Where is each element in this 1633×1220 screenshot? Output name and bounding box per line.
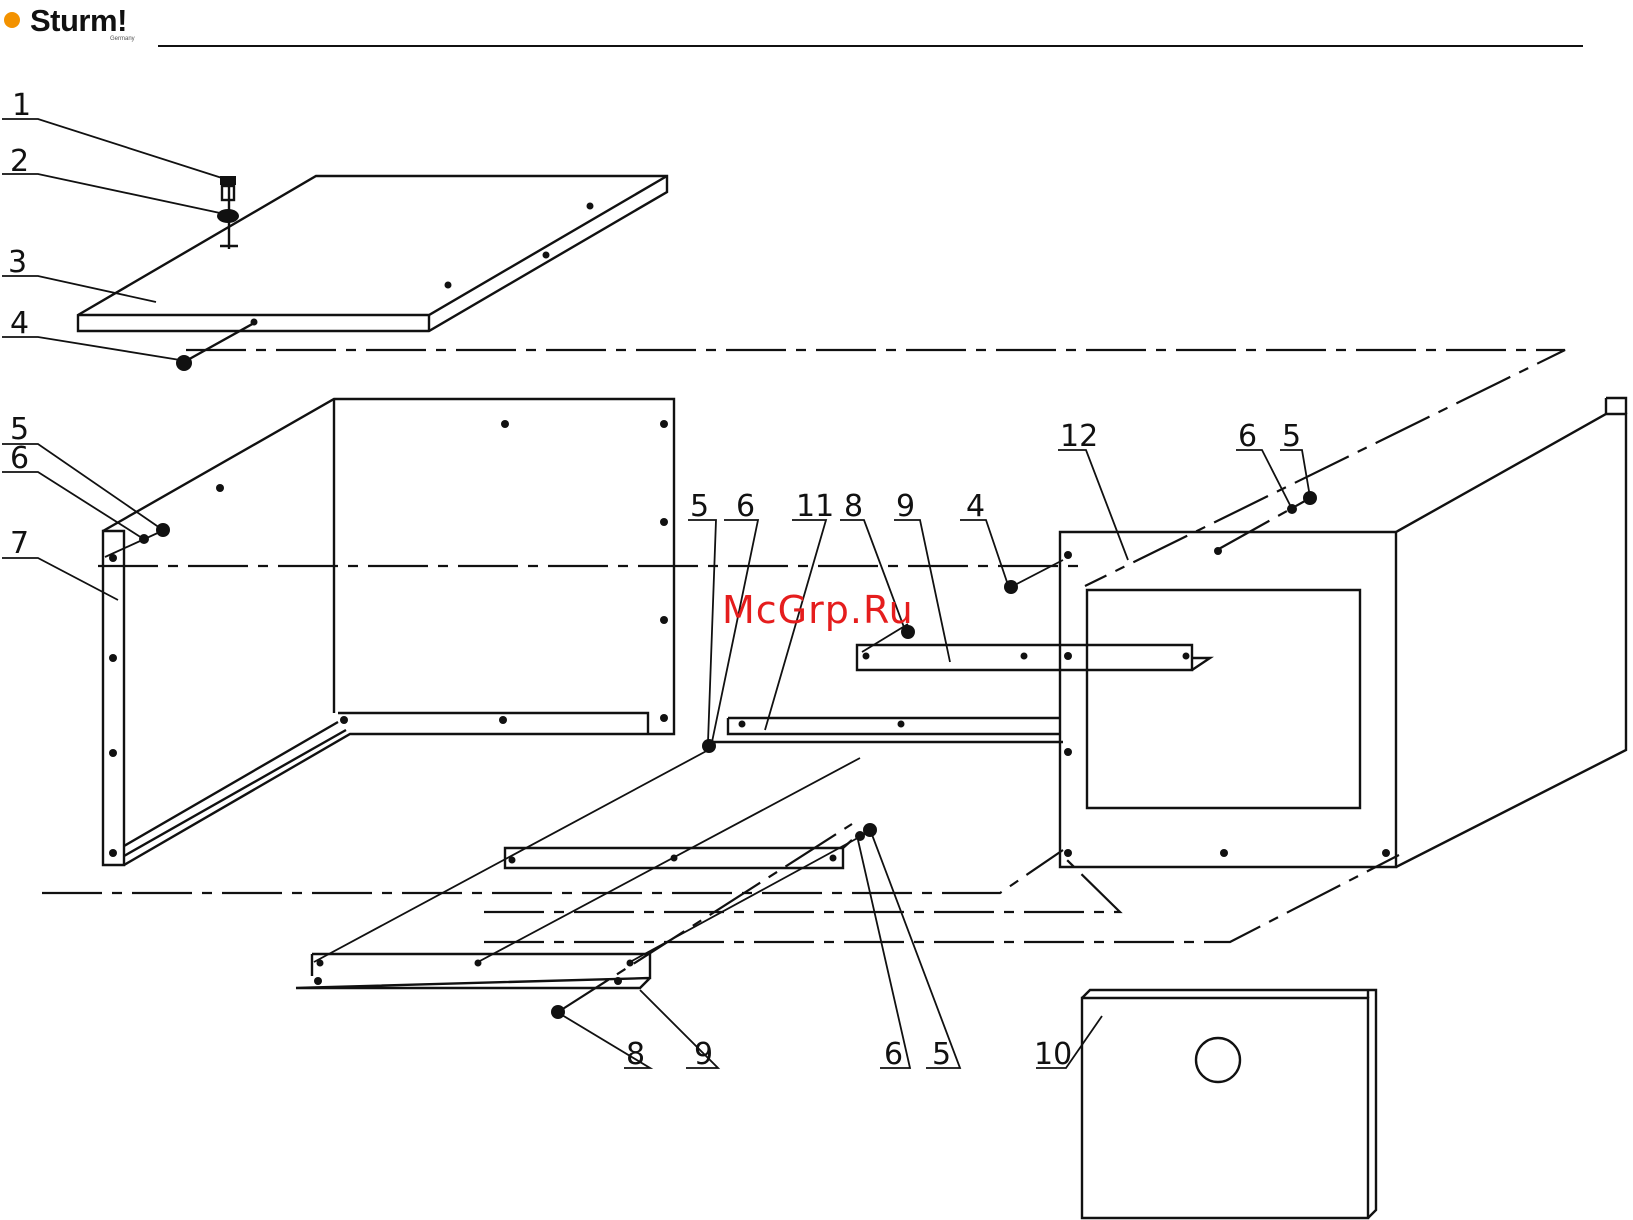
callout-11: 11: [796, 489, 834, 524]
cap-screw: [217, 176, 239, 249]
right-box: [1004, 398, 1626, 867]
callout-7: 7: [10, 526, 29, 561]
left-front-post: [103, 531, 124, 865]
callout-2: 2: [10, 144, 29, 179]
left-side-panel: [103, 399, 674, 865]
door-panel-edge: [1082, 990, 1376, 1218]
front-rail-lower: [296, 954, 650, 988]
left-bottom-rail: [124, 713, 648, 865]
alignment-lines: [42, 350, 1565, 1012]
shelf-rail-tab: [1192, 658, 1210, 670]
door-panel-front: [1082, 998, 1368, 1218]
door-knob-hole: [1196, 1038, 1240, 1082]
door-panel: [1082, 990, 1376, 1218]
leader-lines: [2, 119, 1310, 1068]
callout-6-center: 6: [736, 489, 755, 524]
top-panel-outline: [78, 176, 667, 331]
watermark: McGrp.Ru: [722, 588, 914, 632]
bolt-4-top: [176, 322, 256, 371]
callout-4-right: 4: [966, 489, 985, 524]
callout-5-center: 5: [690, 489, 709, 524]
right-box-front: [1060, 532, 1396, 867]
left-fasteners: [105, 523, 170, 557]
callout-8-upper: 8: [844, 489, 863, 524]
left-panel-holes: [109, 420, 668, 857]
right-box-fasteners: [1004, 491, 1317, 594]
top-panel: [78, 176, 667, 371]
callout-8-lower: 8: [626, 1037, 645, 1072]
callout-10: 10: [1034, 1037, 1072, 1072]
callout-9-lower: 9: [694, 1037, 713, 1072]
right-box-cap: [1606, 398, 1626, 414]
callout-4: 4: [10, 306, 29, 341]
callout-9-upper: 9: [896, 489, 915, 524]
callout-labels: 1 2 3 4 5 6 7 5 6 11 8 9 4 12 6 5 8 9 6 …: [8, 88, 1301, 1072]
right-box-side: [1396, 414, 1626, 867]
callout-6: 6: [10, 441, 29, 476]
fastener-5-6-center: [702, 739, 716, 753]
callout-6-right: 6: [1238, 419, 1257, 454]
back-rail-11: [728, 718, 1060, 734]
top-panel-edge: [78, 176, 667, 331]
right-box-opening: [1087, 590, 1360, 808]
callout-5-right: 5: [1282, 419, 1301, 454]
callout-1: 1: [12, 88, 31, 123]
callout-6-lower: 6: [884, 1037, 903, 1072]
callout-5-lower: 5: [932, 1037, 951, 1072]
bottom-panel: [296, 718, 1063, 1019]
floor-guides: [314, 748, 865, 962]
callout-3: 3: [8, 245, 27, 280]
callout-12: 12: [1060, 419, 1098, 454]
right-box-holes: [1064, 547, 1390, 857]
floor-fasteners: [551, 823, 877, 1019]
